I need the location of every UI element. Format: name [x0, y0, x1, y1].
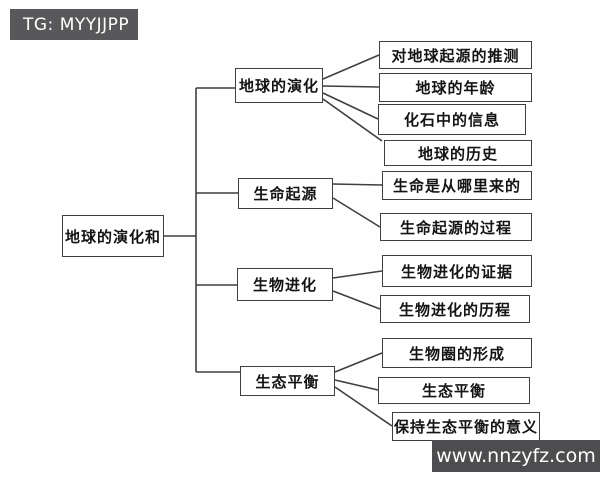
tree-node-leaf-earth-history: 地球的历史: [384, 140, 532, 166]
tree-node-branch-biological-evolution: 生物进化: [237, 268, 333, 301]
watermark-website-badge: www.nnzyfz.com: [432, 440, 600, 472]
tree-node-branch-ecological-balance: 生态平衡: [240, 366, 335, 396]
watermark-tg-badge: TG: MYYJJPP: [10, 9, 138, 40]
tree-node-branch-earth-evolution: 地球的演化: [235, 68, 323, 103]
tree-node-root: 地球的演化和: [62, 215, 164, 257]
tree-node-leaf-where-life-from: 生命是从哪里来的: [382, 171, 532, 200]
tree-node-leaf-origin-speculation: 对地球起源的推测: [379, 41, 532, 69]
tree-node-leaf-evolution-course: 生物进化的历程: [380, 295, 530, 323]
tree-node-leaf-earth-age: 地球的年龄: [379, 73, 532, 102]
tree-node-leaf-keep-balance-significance: 保持生态平衡的意义: [392, 412, 540, 441]
tree-node-leaf-biosphere-formation: 生物圈的形成: [382, 338, 532, 368]
tree-node-leaf-fossil-information: 化石中的信息: [378, 104, 526, 135]
tree-node-leaf-evolution-evidence: 生物进化的证据: [382, 255, 532, 287]
tree-node-leaf-ecological-balance: 生态平衡: [378, 377, 530, 404]
tree-node-branch-origin-of-life: 生命起源: [238, 178, 333, 209]
tree-node-leaf-life-origin-process: 生命起源的过程: [380, 213, 532, 241]
